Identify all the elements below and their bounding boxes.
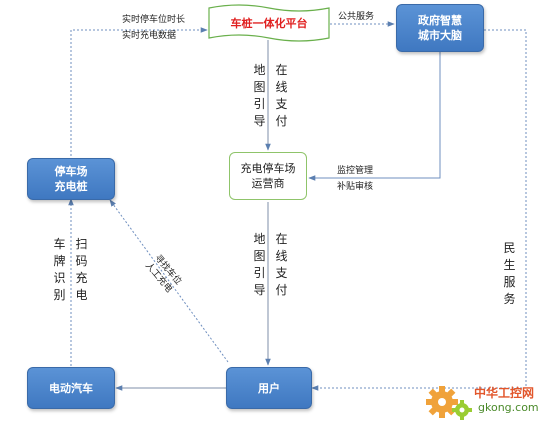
platform-banner-shape xyxy=(208,4,330,42)
edge-label-charge-data: 实时充电数据 xyxy=(122,31,177,41)
edge-parking-to-platform xyxy=(70,27,208,160)
user-node: 用户 xyxy=(226,367,312,409)
operator-node: 充电停车场 运营商 xyxy=(229,152,307,200)
parking-node: 停车场 充电桩 xyxy=(27,158,115,200)
gkong-watermark: 中华工控网 gkong.com xyxy=(422,378,552,428)
ev-label: 电动汽车 xyxy=(49,381,93,395)
edge-government-to-operator xyxy=(308,52,441,181)
edge-label-supervision: 监控管理 xyxy=(337,166,374,176)
edge-label-online-pay-2: 在线支付 xyxy=(275,232,288,297)
watermark-cn: 中华工控网 xyxy=(474,386,535,400)
government-node: 政府智慧 城市大脑 xyxy=(396,4,484,52)
edge-label-public-service: 公共服务 xyxy=(338,12,375,22)
edge-label-map-guide-1: 地图引导 xyxy=(253,63,266,128)
ev-node: 电动汽车 xyxy=(27,367,115,409)
edge-label-map-guide-2: 地图引导 xyxy=(253,232,266,297)
edge-government-to-user xyxy=(311,29,527,391)
gear-logo-icon xyxy=(426,386,472,420)
edge-label-livelihood: 民生服务 xyxy=(503,241,516,306)
user-label: 用户 xyxy=(258,381,280,395)
platform-label: 车桩一体化平台 xyxy=(230,16,308,30)
parking-label: 停车场 充电桩 xyxy=(54,165,88,193)
edge-label-parking-time: 实时停车位时长 xyxy=(122,15,186,25)
edge-label-online-pay-1: 在线支付 xyxy=(275,63,288,128)
watermark-en: gkong.com xyxy=(478,401,539,414)
edge-label-scan-charge: 扫码充电 xyxy=(75,237,88,302)
edge-label-plate-recognition: 车牌识别 xyxy=(53,237,66,302)
platform-node: 车桩一体化平台 xyxy=(209,8,329,38)
edge-user-to-parking xyxy=(109,199,229,363)
government-label: 政府智慧 城市大脑 xyxy=(418,14,462,42)
operator-label: 充电停车场 运营商 xyxy=(240,162,296,190)
edge-label-subsidy: 补贴审核 xyxy=(337,182,374,192)
